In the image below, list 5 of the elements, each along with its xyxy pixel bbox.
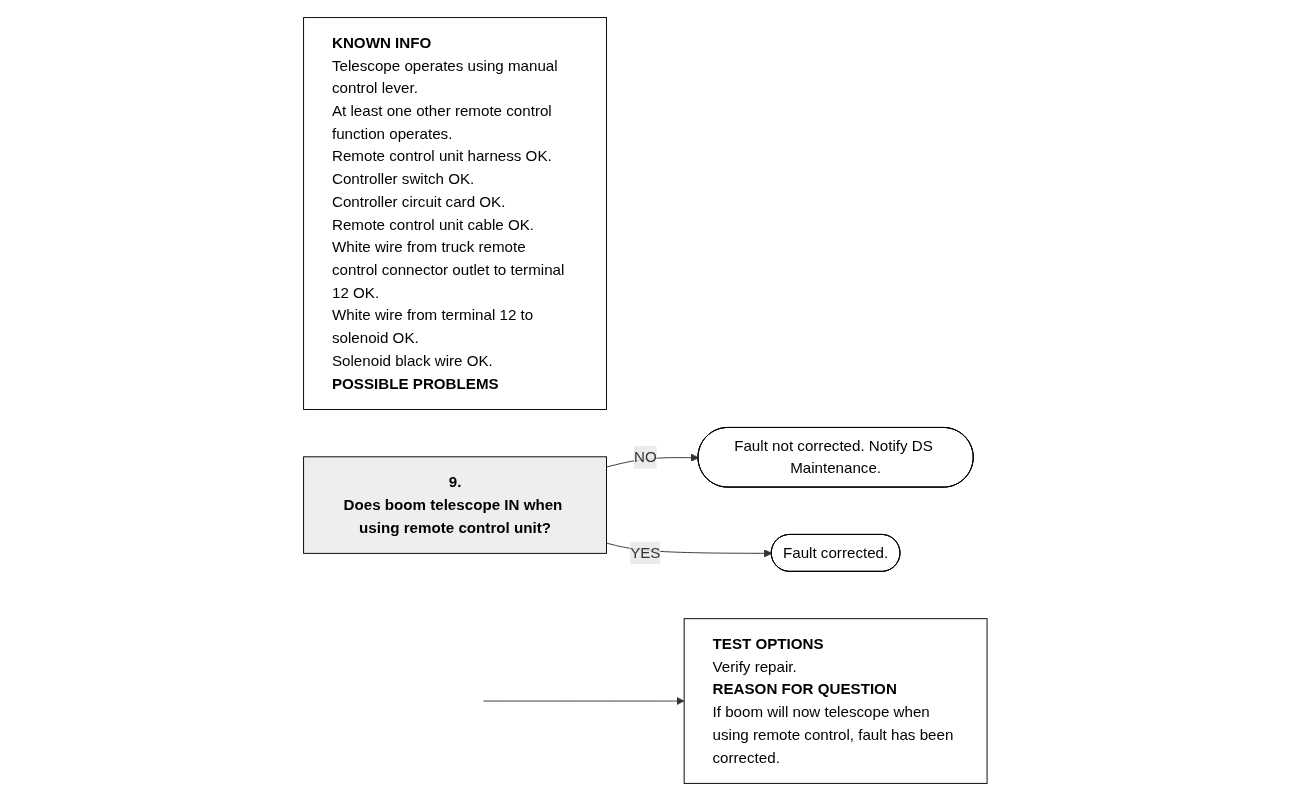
node-box: TEST OPTIONS Verify repair. REASON FOR QUESTION If boom will now telescope when using remote control, fault has been corrected. bbox=[683, 618, 988, 784]
edge-label: NO bbox=[633, 448, 657, 465]
edge-label: YES bbox=[629, 544, 661, 561]
node-box: KNOWN INFO Telescope operates using manual control lever. At least one other remote control function operates. Remote control unit harness OK. Controller switch OK. Controller circuit card OK. Remote control unit cable OK. White wire from truck remote control connector outlet to terminal 12 OK. White wire from terminal 12 to solenoid OK. Solenoid black wire OK. POSSIBLE PROBLEMS bbox=[302, 17, 607, 410]
node-box: 9. Does boom telescope IN when using remote control unit? bbox=[302, 456, 607, 554]
